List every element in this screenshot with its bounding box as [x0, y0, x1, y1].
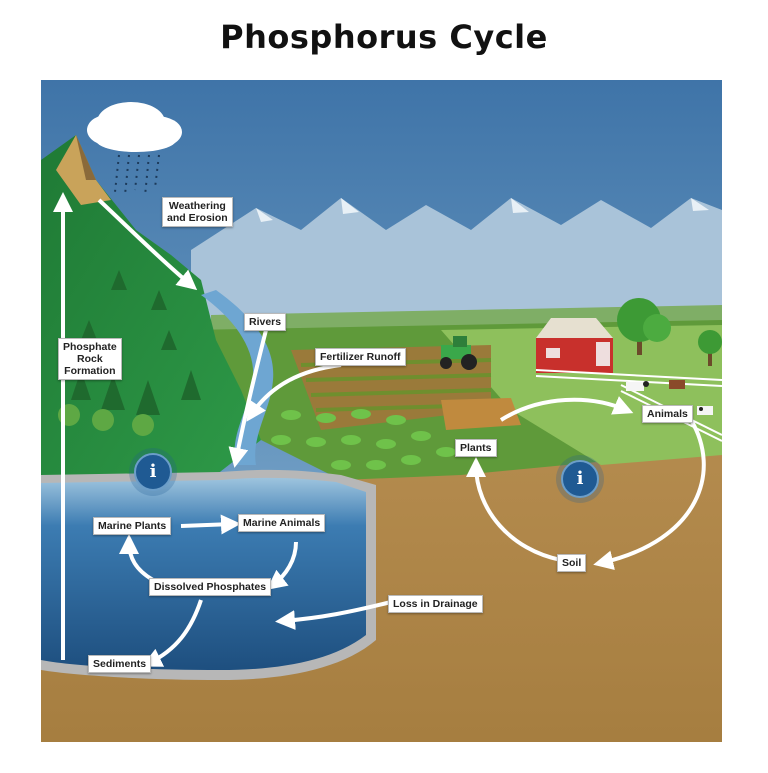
ocean	[41, 477, 366, 670]
rain-cloud	[87, 102, 182, 152]
mountain-peak	[56, 135, 111, 205]
label-rivers: Rivers	[244, 313, 287, 331]
arrow-rivers	[228, 329, 268, 468]
info-icon-land[interactable]: i	[561, 460, 599, 498]
scene-illustration	[41, 80, 722, 742]
label-marine-animals: Marine Animals	[238, 514, 326, 532]
label-phosphate-rock: Phosphate Rock Formation	[58, 338, 122, 380]
arrow-plants-animals	[499, 396, 634, 422]
livestock	[626, 380, 713, 415]
label-fertilizer-runoff: Fertilizer Runoff	[315, 348, 406, 366]
arrow-dissolved-plants	[119, 534, 155, 582]
label-soil: Soil	[557, 554, 587, 572]
page-title: Phosphorus Cycle	[220, 18, 548, 56]
arrow-fertilizer-runoff	[246, 363, 342, 422]
label-animals: Animals	[642, 405, 693, 423]
arrow-animals-soil	[593, 418, 706, 571]
arrow-marine-plants	[180, 514, 241, 535]
info-icon-water[interactable]: i	[134, 453, 172, 491]
label-loss-in-drainage: Loss in Drainage	[388, 595, 483, 613]
arrow-sediments	[141, 599, 203, 667]
fence	[535, 369, 722, 387]
label-marine-plants: Marine Plants	[93, 517, 172, 535]
label-plants: Plants	[455, 439, 497, 457]
mountain-trees	[71, 270, 201, 415]
arrow-marine-animals	[266, 541, 298, 590]
label-weathering: Weathering and Erosion	[162, 197, 233, 227]
farm-trees	[617, 298, 722, 366]
barn	[536, 318, 613, 373]
arrow-drainage	[275, 600, 392, 631]
rain	[114, 154, 160, 197]
crops	[271, 409, 456, 470]
mountain	[41, 135, 261, 490]
label-sediments: Sediments	[88, 655, 152, 673]
arrow-weathering	[97, 198, 198, 291]
phosphorus-cycle-diagram: Weathering and Erosion Rivers Phosphate …	[41, 80, 722, 742]
tractor	[440, 336, 477, 370]
distant-mountains	[191, 198, 722, 320]
arrow-soil-plants	[466, 457, 562, 562]
label-dissolved-phosphates: Dissolved Phosphates	[149, 578, 272, 596]
pasture	[441, 325, 722, 465]
cycle-arrows	[53, 192, 706, 667]
